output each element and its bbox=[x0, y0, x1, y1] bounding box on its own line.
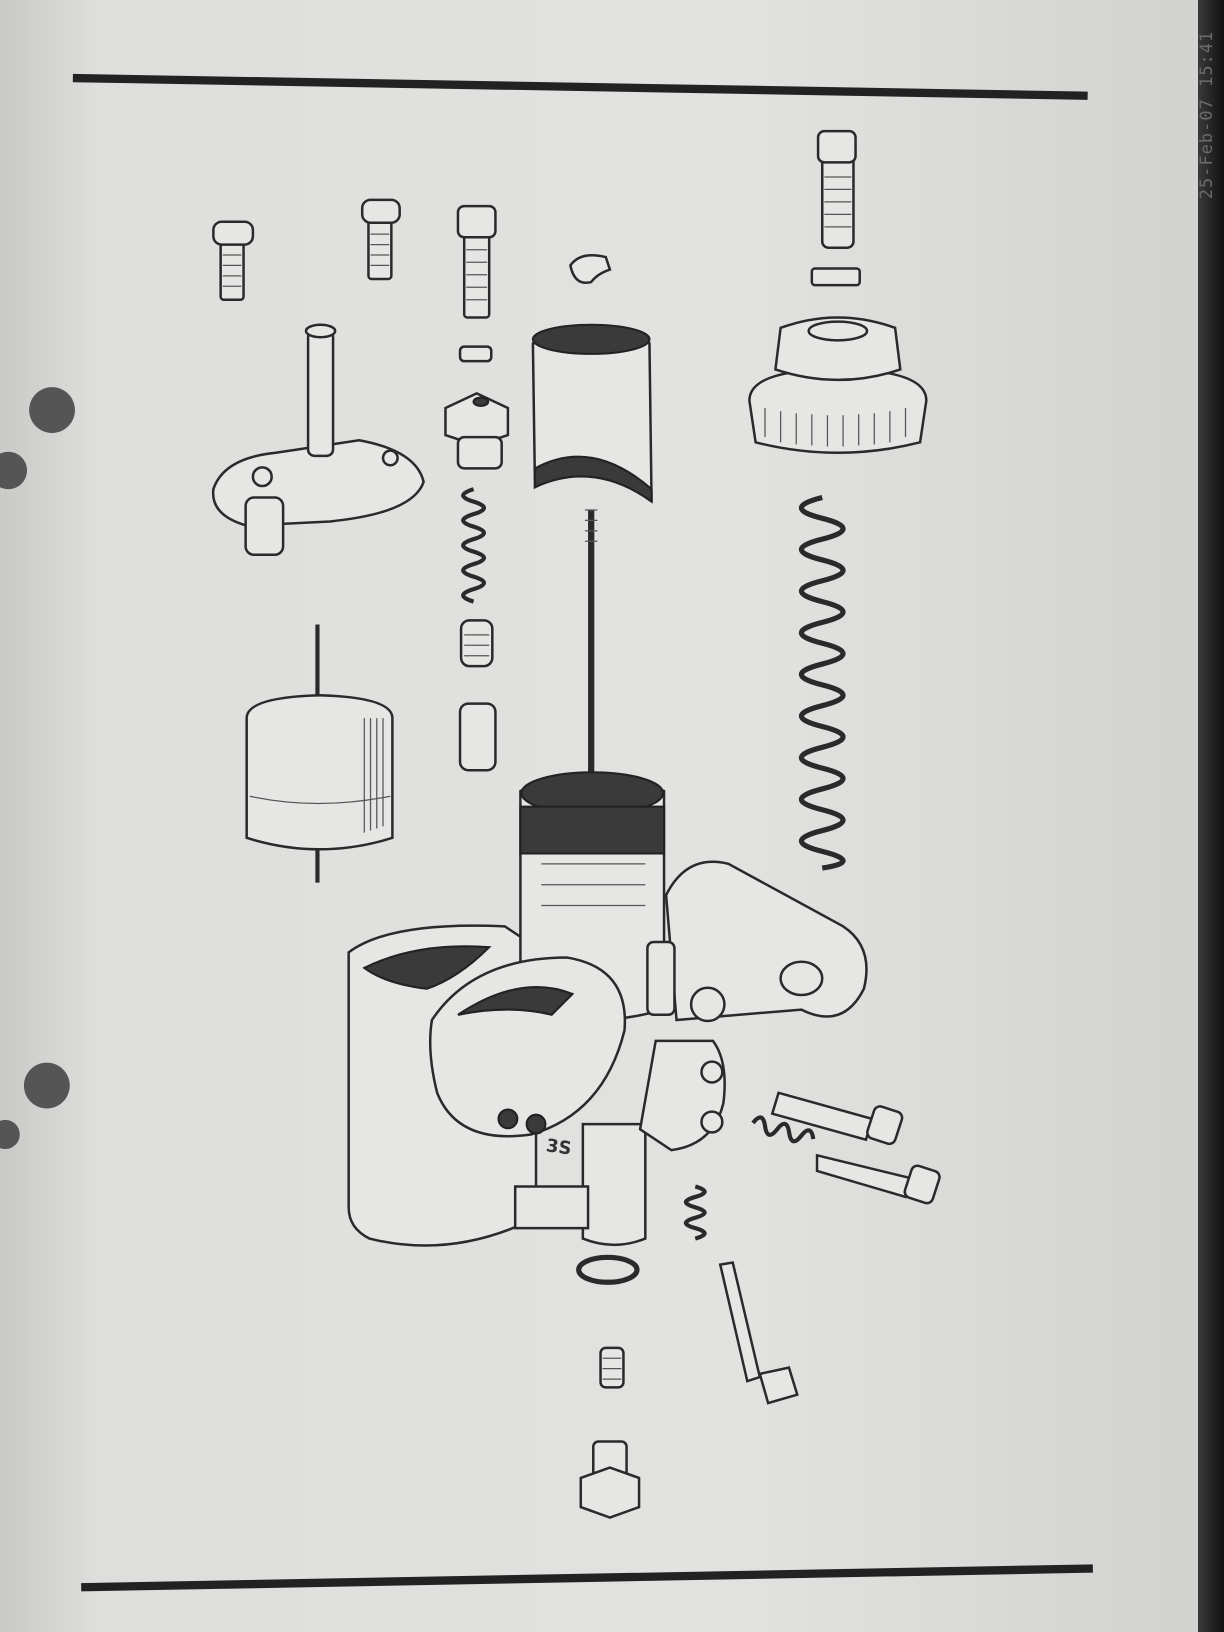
mixing-chamber-top bbox=[748, 316, 928, 454]
throttle-stop-spring bbox=[751, 1115, 816, 1144]
screw-2 bbox=[360, 198, 401, 281]
pilot-jet bbox=[599, 1346, 625, 1389]
tickler-pin bbox=[718, 1261, 799, 1405]
needle-jet-spring bbox=[461, 487, 487, 604]
pilot-spring bbox=[683, 1184, 707, 1241]
throttle-slide bbox=[531, 323, 653, 504]
binder-holes bbox=[0, 387, 75, 1150]
hex-nut-jet bbox=[444, 392, 510, 470]
drain-plug bbox=[579, 1440, 641, 1519]
throttle-spring bbox=[799, 494, 846, 871]
main-jet bbox=[459, 619, 494, 668]
jet-needle bbox=[584, 509, 598, 792]
adjuster-screw bbox=[810, 129, 861, 287]
pilot-air-screw bbox=[815, 1153, 941, 1205]
cap-screw bbox=[456, 204, 497, 319]
bottom-rule bbox=[81, 1564, 1093, 1592]
top-rule bbox=[72, 73, 1088, 100]
washer-small bbox=[458, 345, 493, 363]
throttle-stop-screw bbox=[770, 1091, 904, 1146]
page-edge-shadow bbox=[1198, 0, 1224, 1632]
body-casting-marking: 3S bbox=[544, 1135, 573, 1160]
fibre-washer bbox=[576, 1254, 640, 1285]
float bbox=[245, 624, 394, 883]
float-chamber-cover bbox=[211, 323, 425, 557]
timestamp-text: 25-Feb-07 15:41 bbox=[1197, 30, 1217, 200]
carburetor-body bbox=[347, 771, 868, 1247]
screw-1 bbox=[212, 220, 255, 302]
clip bbox=[569, 254, 612, 284]
jet-holder bbox=[458, 702, 497, 772]
photo-timestamp: 25-Feb-07 15:41 bbox=[1192, 0, 1222, 230]
